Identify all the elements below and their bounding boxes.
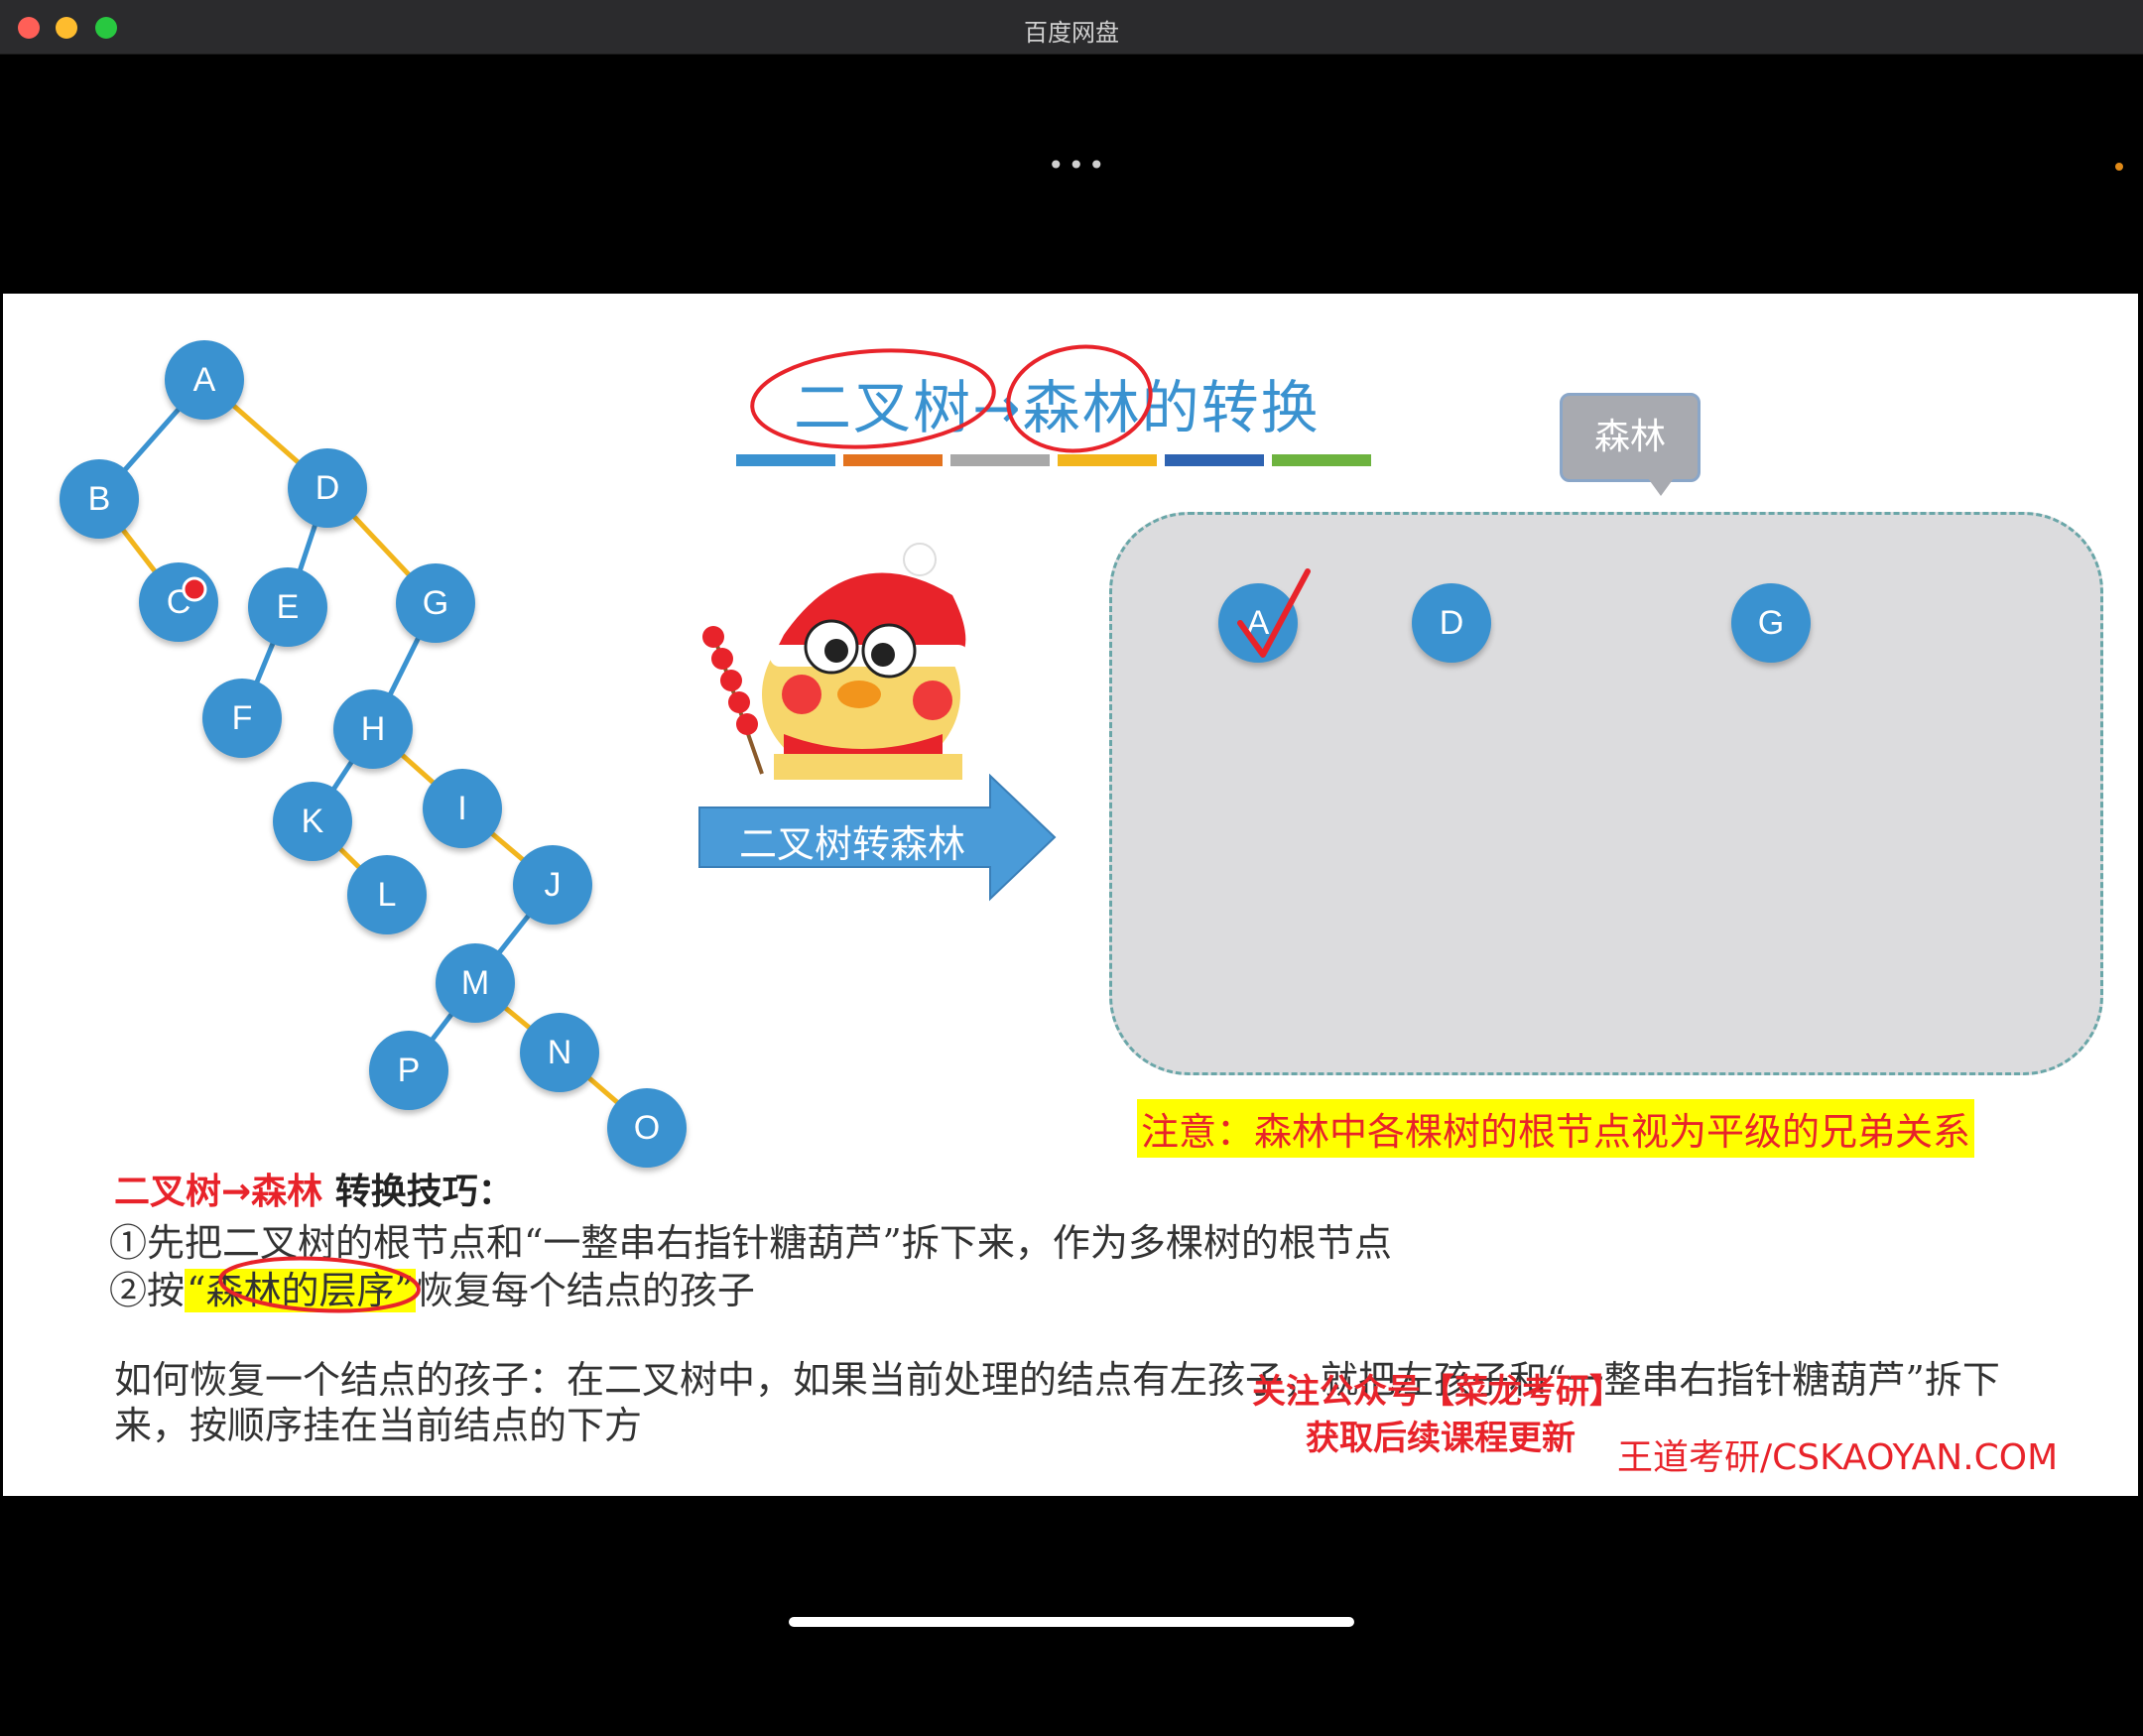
tree-node-h: H [333,689,413,769]
callout-tail [1645,474,1677,496]
conversion-arrow-icon [698,774,1057,902]
tree-node-b: B [60,459,139,539]
close-window-button[interactable] [18,17,40,39]
tree-node-e: E [248,567,327,647]
tree-node-c: C [139,562,218,642]
tree-node-f: F [202,679,282,758]
tree-node-a: A [165,340,244,420]
more-options-icon[interactable]: ••• [1048,149,1109,182]
tree-node-g: G [396,563,475,643]
tree-node-l: L [347,855,427,934]
step-two-prefix: ②按 [109,1269,186,1312]
technique-heading-black: 转换技巧： [322,1172,514,1212]
tree-node-m: M [436,943,515,1023]
forest-root-g: G [1731,583,1811,663]
tree-node-k: K [273,782,352,861]
status-indicator [2115,163,2123,171]
title-conversion: 的转换 [1141,374,1321,441]
home-indicator[interactable] [789,1617,1354,1627]
title-accent-bars [736,451,1379,470]
step-two: ②按“森林的层序”恢复每个结点的孩子 [109,1260,755,1314]
tree-node-n: N [520,1013,599,1092]
watermark-line-2: 获取后续课程更新 [1306,1419,1576,1458]
arrow-label: 二叉树转森林 [739,822,966,866]
window-title: 百度网盘 [1024,19,1119,47]
tree-node-o: O [607,1088,687,1168]
technique-heading-red: 二叉树→森林 [114,1172,323,1212]
step-two-suffix: 恢复每个结点的孩子 [415,1269,755,1312]
window-titlebar: 百度网盘 [0,0,2143,55]
forest-root-d: D [1412,583,1491,663]
howto-paragraph: 如何恢复一个结点的孩子：在二叉树中，如果当前处理的结点有左孩子，就把左孩子和“一… [114,1358,2000,1447]
tree-node-i: I [423,769,502,848]
accent-bar [736,454,835,466]
accent-bar [950,454,1050,466]
accent-bar [1058,454,1157,466]
accent-bar [1272,454,1371,466]
forest-note: 注意：森林中各棵树的根节点视为平级的兄弟关系 [1137,1099,1975,1158]
step-one: ①先把二叉树的根节点和“一整串右指针糖葫芦”拆下来，作为多棵树的根节点 [109,1221,1392,1265]
zoom-window-button[interactable] [95,17,117,39]
minimize-window-button[interactable] [56,17,77,39]
forest-callout: 森林 [1560,393,1701,482]
watermark-line-1: 关注公众号【菜龙考研】 [1252,1372,1623,1412]
accent-bar [843,454,943,466]
tree-node-j: J [513,845,592,925]
technique-heading: 二叉树→森林 转换技巧： [114,1163,514,1214]
accent-bar [1165,454,1264,466]
forest-root-a: A [1218,583,1298,663]
tree-node-p: P [369,1031,448,1110]
step-two-highlight: “森林的层序” [185,1269,416,1312]
brand-footer: 王道考研/CSKAOYAN.COM [1617,1437,2059,1478]
tree-node-d: D [288,448,367,528]
